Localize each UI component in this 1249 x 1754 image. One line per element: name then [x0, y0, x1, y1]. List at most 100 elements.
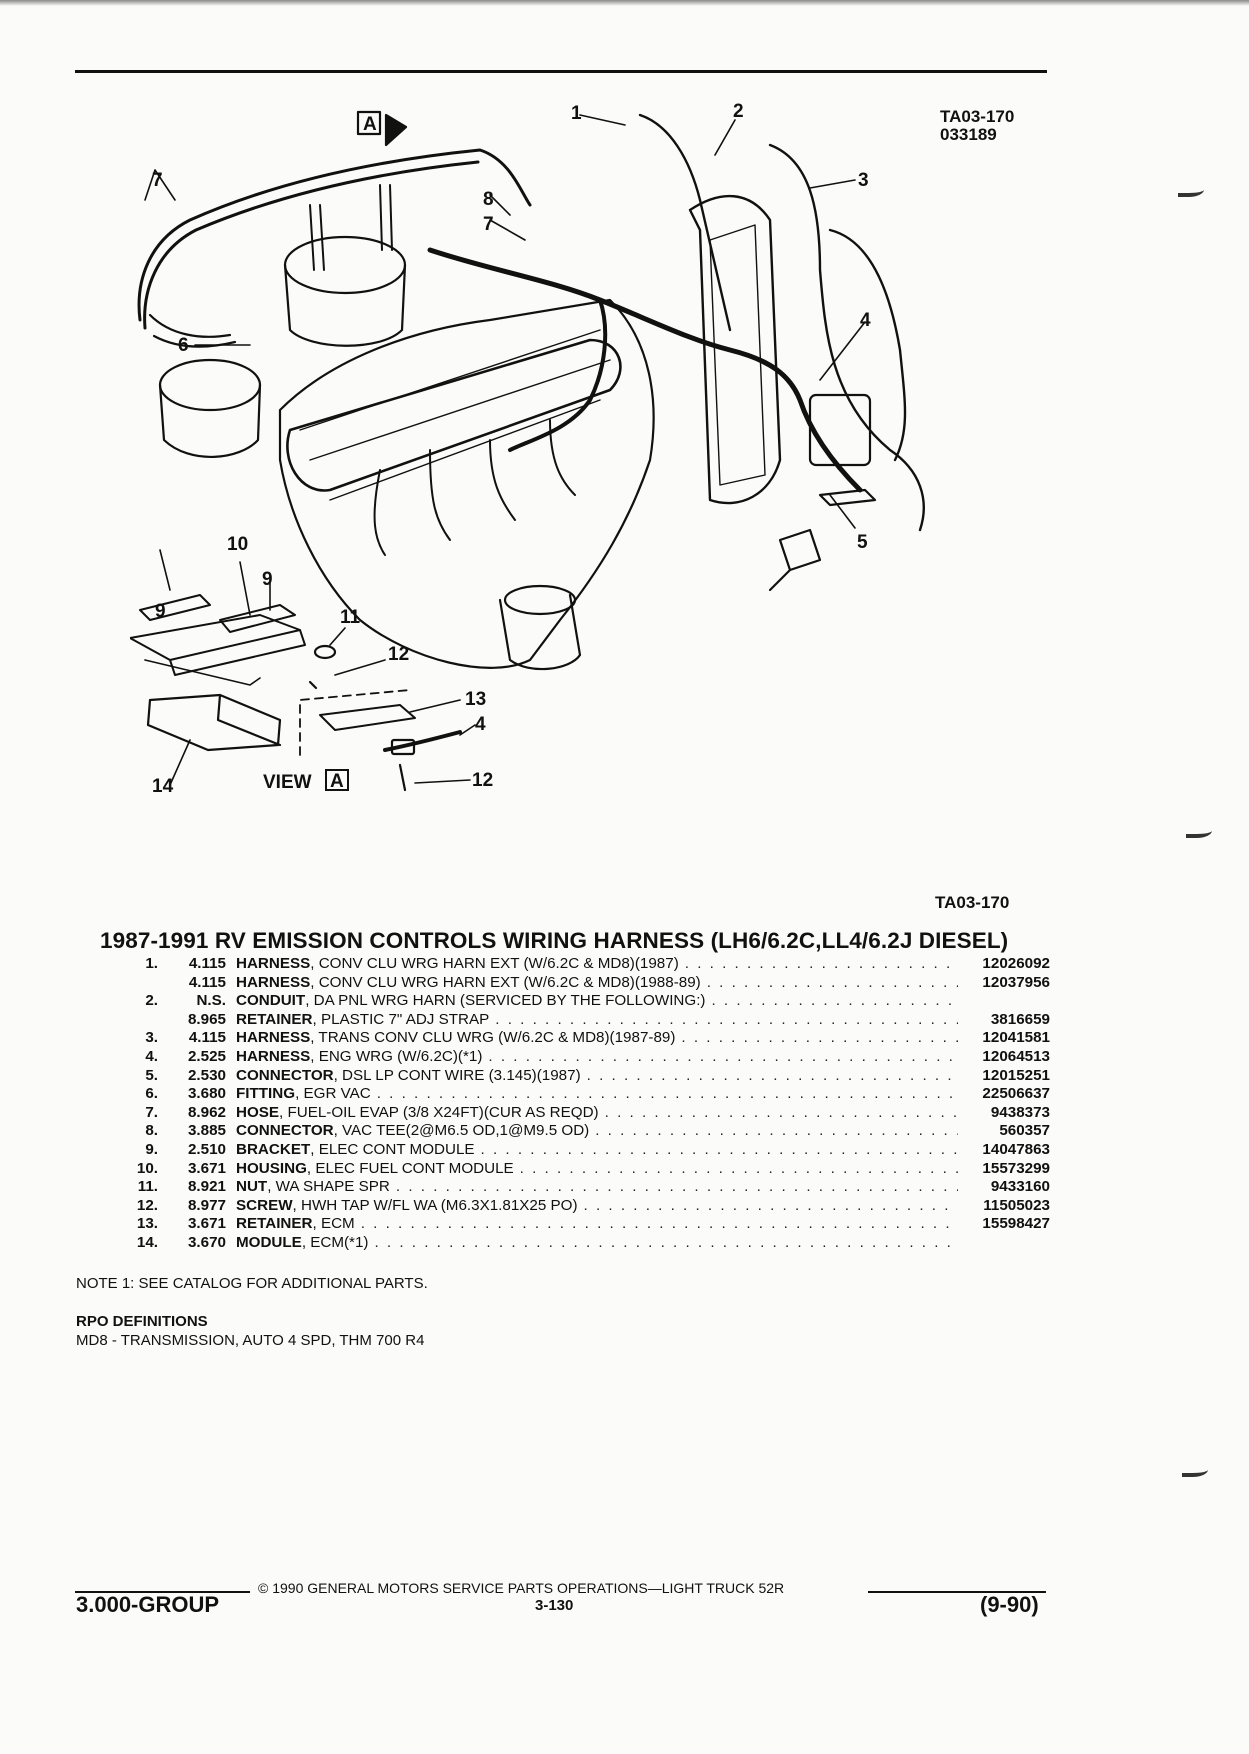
part-group-code: 3.680: [187, 1085, 226, 1103]
part-group-code: 4.115: [188, 1029, 226, 1047]
header-rule: [75, 70, 1047, 73]
part-number-index: 2.: [145, 992, 158, 1010]
callout-9b: 9: [262, 569, 273, 590]
part-name: CONNECTOR: [236, 1066, 334, 1084]
part-number-index: 3.: [145, 1029, 158, 1047]
part-catalog-number: 11505023: [983, 1196, 1050, 1214]
part-detail: , VAC TEE(2@M6.5 OD,1@M9.5 OD): [333, 1122, 590, 1140]
part-catalog-number: 9433160: [990, 1178, 1050, 1196]
view-letter: A: [330, 771, 344, 792]
part-description: CONNECTOR, VAC TEE(2@M6.5 OD,1@M9.5 OD): [236, 1122, 958, 1141]
part-number-index: 5.: [145, 1066, 158, 1084]
dot-leader: [578, 1197, 958, 1216]
callout-4: 4: [860, 310, 871, 331]
part-catalog-number: 12041581: [982, 1029, 1050, 1047]
vacuum-hose: [137, 148, 532, 322]
view-label: VIEW: [263, 772, 312, 793]
callout-7b: 7: [483, 214, 494, 235]
part-name: FITTING: [236, 1085, 296, 1103]
part-catalog-number: 560357: [999, 1122, 1050, 1140]
part-name: HARNESS: [236, 955, 311, 972]
dot-leader: [679, 955, 958, 974]
part-name: HARNESS: [236, 973, 311, 991]
dot-leader: [368, 1234, 958, 1253]
part-name: RETAINER: [236, 1010, 313, 1028]
part-catalog-number: 15598427: [982, 1215, 1050, 1233]
footer-page-number: 3-130: [535, 1597, 574, 1614]
section-title: 1987-1991 RV EMISSION CONTROLS WIRING HA…: [100, 928, 1009, 953]
firewall-panel: [688, 194, 782, 505]
part-group-code: 3.671: [187, 1215, 226, 1233]
footer-group: 3.000-GROUP: [76, 1592, 220, 1617]
part-catalog-number: 15573299: [982, 1159, 1050, 1177]
part-name: HOUSING: [236, 1159, 307, 1177]
part-group-code: 3.670: [187, 1233, 226, 1251]
engine-block: [278, 298, 655, 669]
part-description: BRACKET, ELEC CONT MODULE: [236, 1141, 958, 1160]
callout-1: 1: [571, 103, 582, 124]
callout-5: 5: [857, 532, 868, 553]
part-detail: , EGR VAC: [295, 1085, 371, 1103]
part-description: HARNESS, CONV CLU WRG HARN EXT (W/6.2C &…: [236, 974, 958, 993]
part-detail: , DSL LP CONT WIRE (3.145)(1987): [333, 1066, 581, 1084]
callout-2: 2: [733, 101, 744, 122]
dot-leader: [705, 992, 958, 1011]
figure-bottom-ref: TA03-170: [935, 893, 1010, 912]
part-detail: , CONV CLU WRG HARN EXT (W/6.2C & MD8)(1…: [310, 973, 701, 991]
part-name: RETAINER: [236, 1215, 313, 1233]
part-detail: , TRANS CONV CLU WRG (W/6.2C & MD8)(1987…: [310, 1029, 676, 1047]
part-group-code: 3.671: [187, 1159, 226, 1177]
part-name: MODULE: [236, 1233, 302, 1251]
part-description: HOUSING, ELEC FUEL CONT MODULE: [236, 1160, 958, 1179]
callout-11: 11: [340, 607, 361, 628]
part-catalog-number: 9438373: [990, 1103, 1050, 1121]
footer-rule-right: [868, 1591, 1046, 1593]
part-group-code: 8.977: [187, 1196, 226, 1214]
part-description: HOSE, FUEL-OIL EVAP (3/8 X24FT)(CUR AS R…: [236, 1104, 958, 1123]
callout-3: 3: [858, 170, 869, 191]
part-group-code: 2.530: [187, 1066, 226, 1084]
callout-10: 10: [227, 534, 248, 555]
part-row: 5. 2.530 CONNECTOR, DSL LP CONT WIRE (3.14…: [110, 1067, 1050, 1086]
dot-leader: [675, 1029, 958, 1048]
part-description: NUT, WA SHAPE SPR: [236, 1178, 958, 1197]
callout-14: 14: [152, 776, 174, 797]
part-group-code: 3.885: [187, 1122, 226, 1140]
part-number-index: 13.: [136, 1215, 158, 1233]
valve-cover: [286, 338, 622, 492]
footer-date: (9-90): [980, 1592, 1039, 1617]
part-catalog-number: 22506637: [982, 1085, 1050, 1103]
dot-leader: [589, 1122, 958, 1141]
dot-leader: [390, 1178, 958, 1197]
part-description: SCREW, HWH TAP W/FL WA (M6.3X1.81X25 PO): [236, 1197, 958, 1216]
callout-9: 9: [155, 601, 166, 622]
note: NOTE 1: SEE CATALOG FOR ADDITIONAL PARTS…: [76, 1275, 428, 1292]
part-catalog-number: 3816659: [990, 1010, 1050, 1028]
part-name: HARNESS: [236, 1047, 311, 1065]
fuel-cont-housing: [130, 614, 306, 676]
part-row: 3. 4.115 HARNESS, TRANS CONV CLU WRG (W/6.…: [110, 1029, 1050, 1048]
binder-mark: [1186, 826, 1212, 838]
part-name: NUT: [236, 1178, 268, 1196]
scan-edge: [0, 0, 1249, 6]
part-name: HARNESS: [236, 1029, 311, 1047]
part-description: RETAINER, PLASTIC 7" ADJ STRAP: [236, 1011, 958, 1030]
part-name: HOSE: [236, 1103, 280, 1121]
part-detail: , ECM(*1): [301, 1233, 369, 1251]
dot-leader: [355, 1215, 958, 1234]
part-group-code: N.S.: [196, 992, 226, 1010]
part-description: FITTING, EGR VAC: [236, 1085, 958, 1104]
part-name: CONNECTOR: [236, 1122, 334, 1140]
part-detail: , HWH TAP W/FL WA (M6.3X1.81X25 PO): [292, 1196, 578, 1214]
figure-ref-code: TA03-170 033189: [940, 107, 1015, 144]
callout-13: 13: [465, 689, 486, 710]
part-detail: , PLASTIC 7" ADJ STRAP: [312, 1010, 490, 1028]
part-name: BRACKET: [236, 1140, 311, 1158]
dot-leader: [371, 1085, 958, 1104]
